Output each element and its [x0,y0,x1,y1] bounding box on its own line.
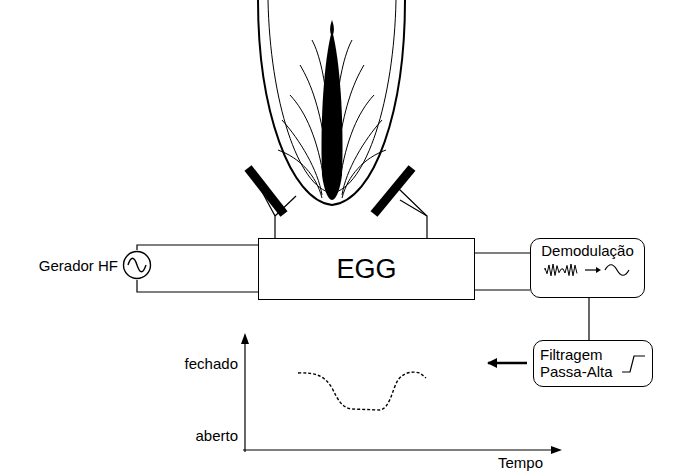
node-text: Filtragem Passa-Alta [540,346,616,381]
generator-symbol: Gerador HF [39,250,152,280]
wire-connector [475,252,530,253]
highpass-response-icon [620,352,646,374]
wire-connector [137,280,258,292]
axis-label-open: aberto [195,427,238,444]
egg-box: EGG [258,238,475,300]
axis-label-closed: fechado [185,355,238,372]
wire-connector [588,298,589,340]
axis-label-time: Tempo [498,454,543,471]
node-text: EGG [336,254,396,285]
node-text: Demodulação [541,242,634,259]
node-text: Gerador HF [39,257,118,274]
demodulation-box: Demodulação [530,238,645,298]
ac-source-symbol [122,250,152,280]
demodulation-waveform [543,259,633,281]
wire-connector [475,289,530,290]
wire-connector [137,245,258,250]
output-arrow [488,362,527,365]
highpass-filter-box: Filtragem Passa-Alta [533,340,653,387]
